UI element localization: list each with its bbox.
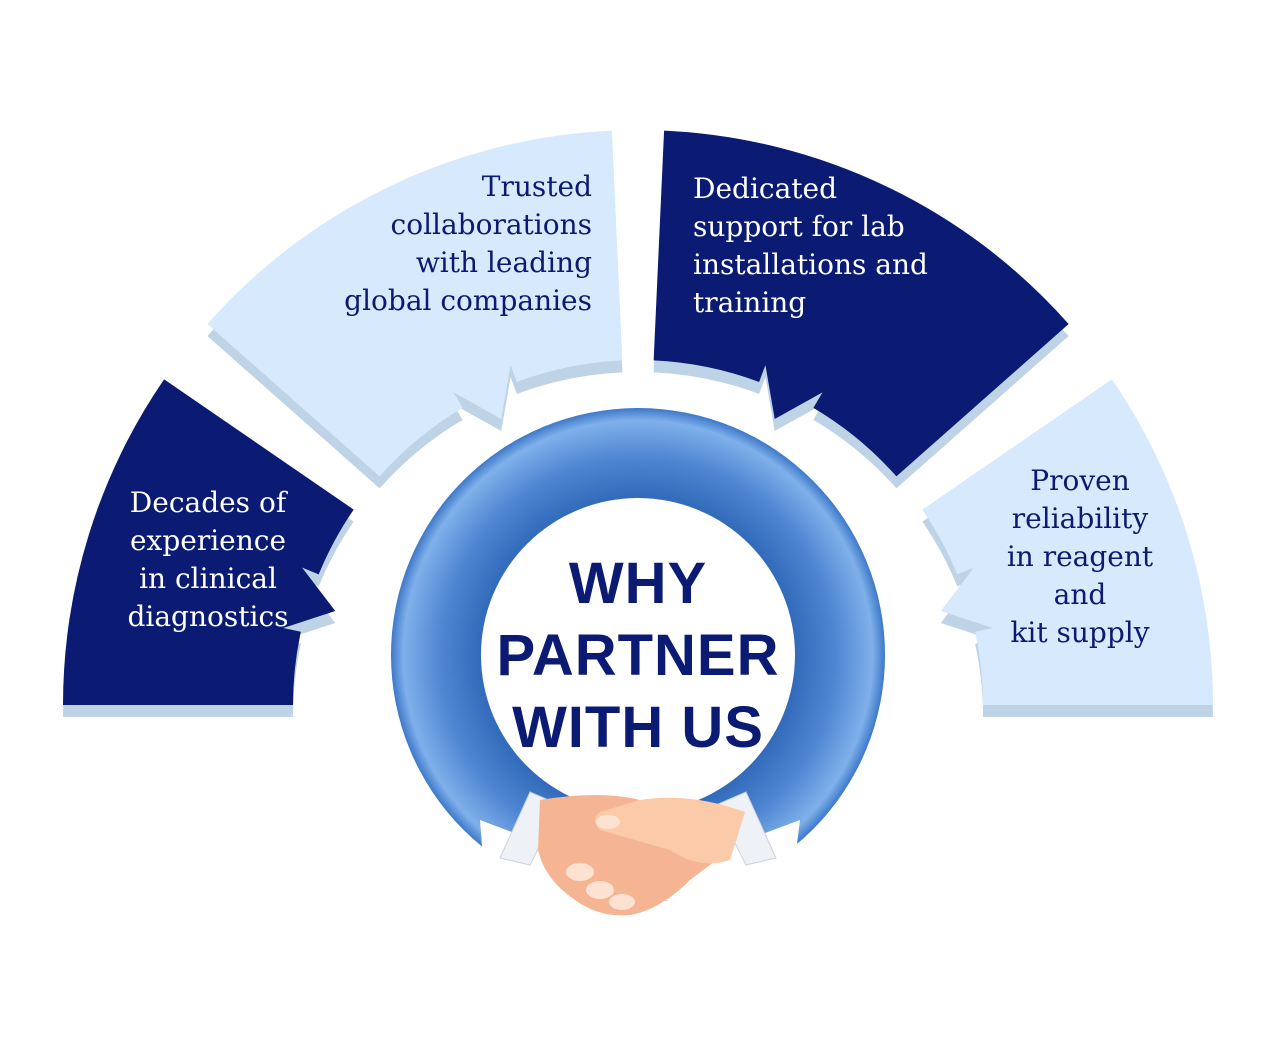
segment-experience-text: Decades of experience in clinical diagno… [100,484,316,636]
page-title: WHY PARTNER WITH US [478,548,798,764]
segment-supply-text: Proven reliability in reagent and kit su… [985,462,1175,652]
text-line: Dedicated [693,172,838,205]
segment-supply [922,379,1213,705]
handshake-icon [499,791,777,916]
segment-experience [63,379,354,705]
text-line: Proven [1030,464,1130,497]
segment-support [653,130,1069,477]
text-line: and [1053,578,1107,611]
text-line: diagnostics [127,600,289,633]
text-line: reliability [1011,502,1149,535]
center-ring [391,408,885,902]
text-line: global companies [344,284,592,317]
title-line: WHY [568,551,708,616]
text-line: training [693,286,807,319]
segment-support-text: Dedicated support for lab installations … [693,170,1013,322]
text-line: with leading [415,246,592,279]
segments [63,130,1213,705]
text-line: experience [129,524,287,557]
text-line: collaborations [390,208,592,241]
segment-collaborations [207,130,623,477]
text-line: kit supply [1010,616,1150,649]
text-line: installations and [693,248,928,281]
text-line: in clinical [139,562,277,595]
title-line: WITH US [512,695,764,760]
ring-inner-circle [481,498,795,812]
text-line: Trusted [481,170,592,203]
segment-collaborations-text: Trusted collaborations with leading glob… [290,168,592,320]
text-line: support for lab [693,210,905,243]
text-line: Decades of [129,486,287,519]
title-line: PARTNER [496,623,780,688]
text-line: in reagent [1006,540,1154,573]
